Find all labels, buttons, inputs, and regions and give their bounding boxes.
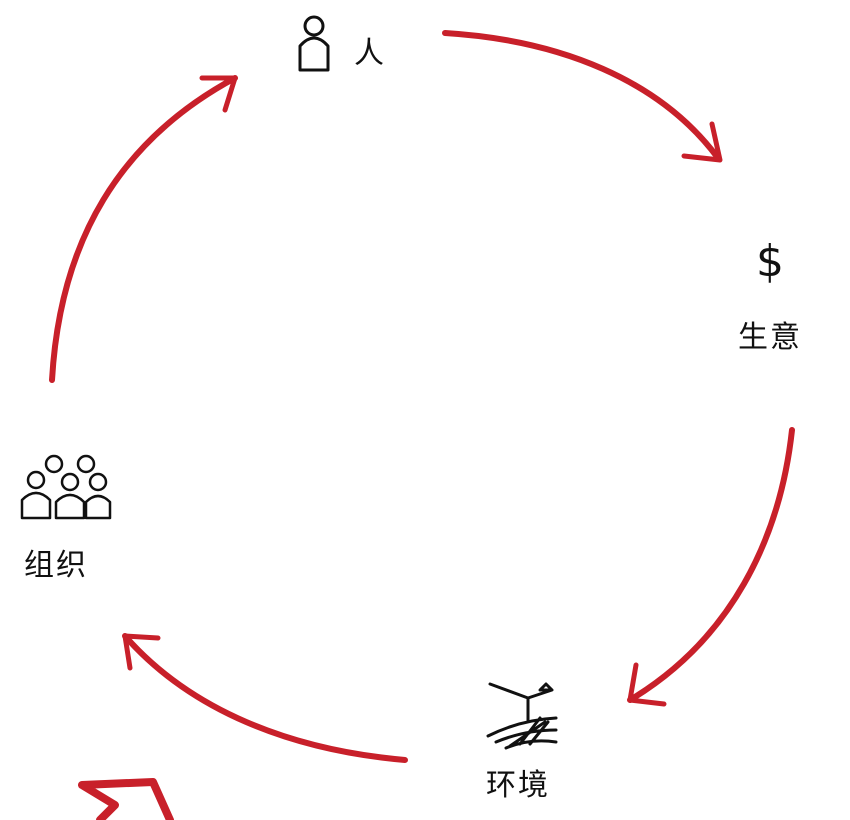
environment-label: 环境: [486, 768, 550, 803]
person-icon: [298, 15, 330, 72]
arrow-person-to-business: [442, 30, 723, 163]
arrow-organization-to-person: [49, 75, 238, 383]
arrow-business-to-environment: [627, 427, 795, 707]
partial-arrow-shape: [78, 778, 174, 820]
landscape-icon: [486, 682, 558, 750]
group-icon: [20, 454, 112, 520]
arrow-environment-to-organization: [122, 633, 408, 763]
organization-label: 组织: [24, 548, 88, 583]
person-label: 人: [354, 36, 386, 71]
business-label: 生意: [738, 320, 802, 355]
dollar-icon: $: [756, 236, 784, 287]
